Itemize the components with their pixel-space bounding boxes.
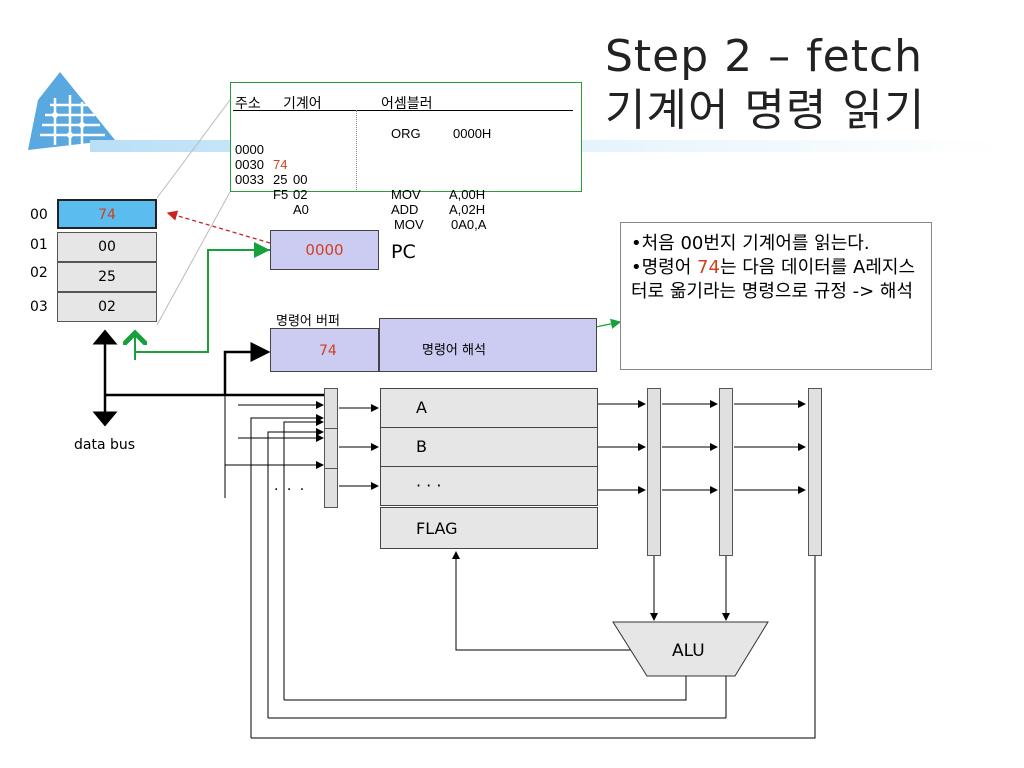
instruction-buffer: 74 bbox=[270, 328, 379, 372]
decoder-box: 명령어 해석 bbox=[379, 318, 597, 372]
memory-address: 01 bbox=[30, 237, 48, 253]
note-bullet-1: •처음 00번지 기계어를 읽는다. bbox=[631, 233, 870, 254]
listing-divider bbox=[356, 110, 357, 190]
register-flag: FLAG bbox=[380, 507, 598, 549]
memory-cell-02: 25 bbox=[57, 262, 157, 292]
register-b: B bbox=[380, 427, 598, 467]
latch-divider bbox=[324, 468, 338, 469]
decoder-label: 명령어 해석 bbox=[422, 343, 486, 358]
listing-header-code: 기계어 bbox=[283, 96, 322, 112]
instruction-buffer-value: 74 bbox=[319, 343, 337, 359]
bus-latch-1 bbox=[647, 388, 661, 556]
title-line-1: Step 2 – fetch bbox=[605, 31, 924, 82]
circuit-logo-icon bbox=[20, 70, 120, 160]
memory-address: 02 bbox=[30, 265, 48, 281]
pc-register: 0000 bbox=[270, 230, 379, 270]
register-more: · · · bbox=[380, 466, 598, 506]
memory-address: 00 bbox=[30, 207, 48, 223]
input-ellipsis: · · · bbox=[274, 482, 307, 498]
memory-cell-00: 74 bbox=[57, 199, 157, 229]
alu-label: ALU bbox=[672, 641, 705, 661]
listing-header-underline bbox=[233, 110, 573, 111]
instruction-buffer-label: 명령어 버퍼 bbox=[276, 314, 340, 329]
bus-latch-3 bbox=[808, 388, 822, 556]
pc-label: PC bbox=[391, 241, 416, 263]
memory-cell-01: 00 bbox=[57, 232, 157, 262]
bus-latch-2 bbox=[719, 388, 733, 556]
register-a: A bbox=[380, 388, 598, 428]
data-bus-label: data bus bbox=[74, 437, 136, 453]
listing-header-asm: 어셈블러 bbox=[381, 96, 433, 112]
input-latch bbox=[324, 388, 338, 508]
title-line-2: 기계어 명령 읽기 bbox=[605, 85, 926, 136]
latch-divider bbox=[324, 428, 338, 429]
memory-address: 03 bbox=[30, 299, 48, 315]
page-title: Step 2 – fetch 기계어 명령 읽기 bbox=[605, 32, 1015, 136]
listing-header-address: 주소 bbox=[235, 96, 261, 112]
explanation-note: •처음 00번지 기계어를 읽는다. •명령어 74는 다음 데이터를 A레지스… bbox=[620, 222, 932, 370]
memory-cell-03: 02 bbox=[57, 292, 157, 322]
note-bullet-2: •명령어 74는 다음 데이터를 A레지스터로 옮기라는 명령으로 규정 -> … bbox=[631, 257, 916, 302]
